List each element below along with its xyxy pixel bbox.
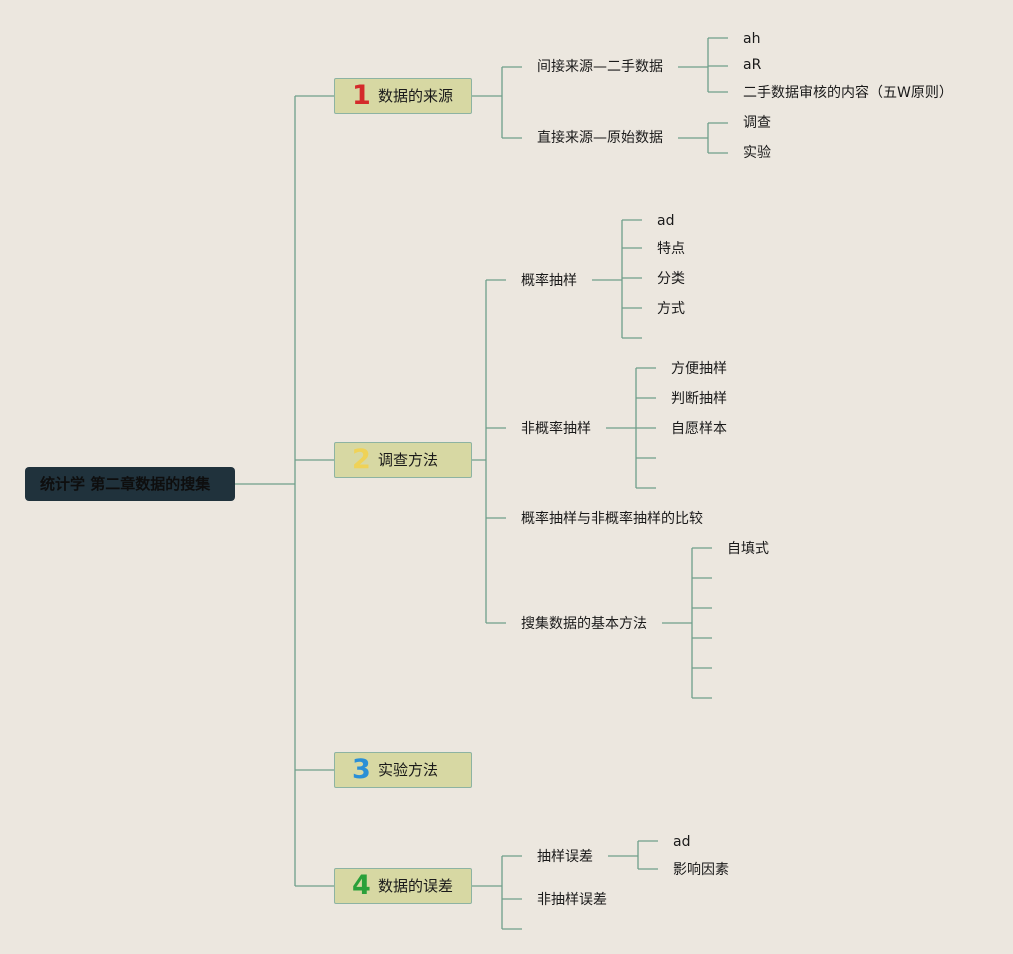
leaf-item[interactable]: ad: [673, 834, 691, 850]
topic-probability-sampling[interactable]: 概率抽样: [521, 273, 577, 289]
branch-survey-methods[interactable]: 2 调查方法: [334, 442, 472, 478]
leaf-item[interactable]: aR: [743, 57, 762, 73]
topic-sampling-error[interactable]: 抽样误差: [537, 849, 593, 865]
branch-label: 调查方法: [378, 451, 439, 469]
leaf-item[interactable]: 二手数据审核的内容（五W原则）: [743, 85, 953, 101]
branch-label: 数据的误差: [378, 877, 454, 895]
number-3-icon: 3: [352, 754, 371, 785]
leaf-item[interactable]: 判断抽样: [671, 391, 727, 407]
topic-nonprobability-sampling[interactable]: 非概率抽样: [521, 421, 591, 437]
leaf-item[interactable]: 分类: [657, 271, 685, 287]
leaf-item[interactable]: 自填式: [727, 541, 769, 557]
leaf-item[interactable]: 调查: [743, 115, 771, 131]
number-4-icon: 4: [352, 870, 371, 901]
topic-indirect-source[interactable]: 间接来源—二手数据: [537, 59, 663, 75]
branch-label: 数据的来源: [378, 87, 454, 105]
leaf-item[interactable]: 方便抽样: [671, 361, 727, 377]
branch-experiment-methods[interactable]: 3 实验方法: [334, 752, 472, 788]
branch-data-sources[interactable]: 1 数据的来源: [334, 78, 472, 114]
topic-basic-collection-methods[interactable]: 搜集数据的基本方法: [521, 616, 647, 632]
number-1-icon: 1: [352, 80, 371, 111]
topic-direct-source[interactable]: 直接来源—原始数据: [537, 130, 663, 146]
branch-data-errors[interactable]: 4 数据的误差: [334, 868, 472, 904]
leaf-item[interactable]: 实验: [743, 145, 771, 161]
root-topic[interactable]: 统计学 第二章数据的搜集: [25, 467, 235, 501]
number-2-icon: 2: [352, 444, 371, 475]
leaf-item[interactable]: ad: [657, 213, 675, 229]
leaf-item[interactable]: 自愿样本: [671, 421, 727, 437]
topic-sampling-comparison[interactable]: 概率抽样与非概率抽样的比较: [521, 511, 703, 527]
leaf-item[interactable]: 特点: [657, 241, 685, 257]
topic-nonsampling-error[interactable]: 非抽样误差: [537, 892, 607, 908]
leaf-item[interactable]: 方式: [657, 301, 685, 317]
leaf-item[interactable]: 影响因素: [673, 862, 729, 878]
leaf-item[interactable]: ah: [743, 31, 761, 47]
branch-label: 实验方法: [378, 761, 439, 779]
